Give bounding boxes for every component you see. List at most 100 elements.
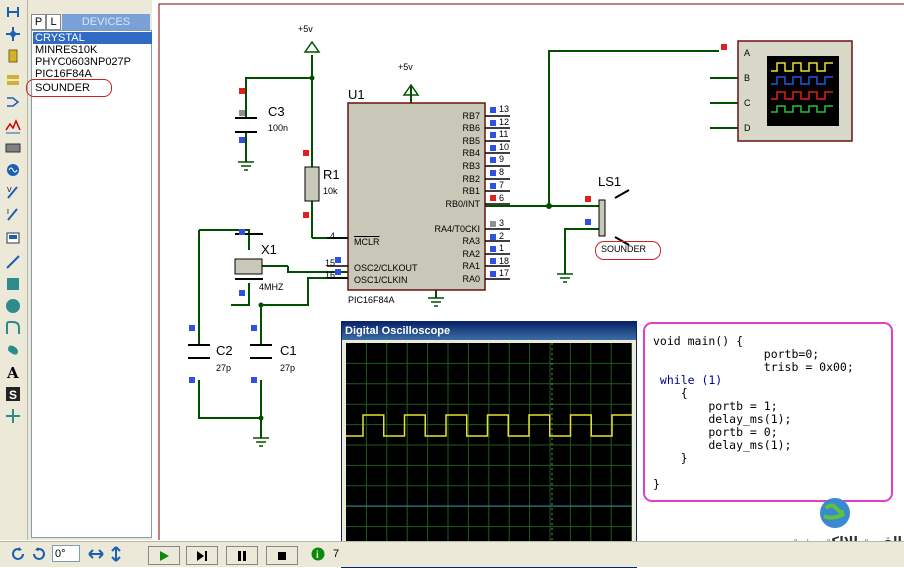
scope-channel-b: B [744,73,751,83]
code-line-8: portb = 0; [653,425,778,439]
device-item-crystal[interactable]: CRYSTAL [33,32,152,44]
svg-text:S: S [9,388,17,402]
pin-num-1: 1 [499,243,505,253]
pause-button[interactable] [226,546,258,565]
scope-channel-a: A [744,48,751,58]
svg-text:i: i [316,550,319,561]
pin-num-2: 2 [499,231,505,241]
pin-num-6: 6 [499,193,505,203]
pin-num-10: 10 [499,142,510,152]
step-button[interactable] [186,546,218,565]
oscilloscope-title-bar[interactable]: Digital Oscilloscope [342,322,636,340]
pin-name-rb5: RB5 [462,136,480,146]
pin-name-osc2: OSC2/CLKOUT [354,263,418,273]
supply-label-1: +5v [298,24,313,34]
u1-reference: U1 [348,87,365,102]
pin-name-osc1: OSC1/CLKIN [354,275,408,285]
schematic-drawing [158,3,904,540]
pin-num-7: 7 [499,180,505,190]
pin-num-4: 4 [330,231,336,241]
pin-name-ra3: RA3 [462,236,480,246]
pin-name-rb6: RB6 [462,123,480,133]
svg-text:A: A [6,364,19,380]
code-line-12: } [653,477,660,491]
c1-value: 27p [280,363,296,373]
c2-reference: C2 [216,343,233,358]
junction-icon[interactable] [3,24,23,44]
device-item-sounder[interactable]: SOUNDER [35,82,91,94]
circle-tool-icon[interactable] [3,296,23,316]
pin-name-mclr: MCLR [354,237,380,247]
x1-value: 4MHZ [259,282,284,292]
scope-channel-d: D [744,123,751,133]
mirror-vertical-icon[interactable] [108,546,124,562]
pin-num-18: 18 [499,256,510,266]
text-tool-icon[interactable]: A [3,362,23,382]
info-icon: i [311,547,325,561]
virtual-instrument-icon[interactable] [3,228,23,248]
symbol-tool-icon[interactable]: S [3,384,23,404]
stop-button[interactable] [266,546,298,565]
pin-num-8: 8 [499,167,505,177]
c3-reference: C3 [268,104,285,119]
marker-tool-icon[interactable] [3,406,23,426]
watermark-globe-icon [818,496,852,530]
tape-recorder-icon[interactable] [3,138,23,158]
device-selector-panel: P L DEVICES CRYSTAL MINRES10K PHYC0603NP… [26,0,152,540]
rotate-anticlockwise-icon[interactable] [31,546,47,562]
pin-num-11: 11 [499,129,509,139]
mode-toolbar: V I A S [0,0,28,540]
generator-icon[interactable] [3,160,23,180]
device-list[interactable]: CRYSTAL MINRES10K PHYC0603NP027P PIC16F8… [26,30,152,538]
arc-tool-icon[interactable] [3,318,23,338]
play-button[interactable] [148,546,180,565]
device-item-minres10k[interactable]: MINRES10K [35,44,98,56]
pin-name-rb0: RB0/INT [445,199,480,209]
status-bar: 0° i 7 [0,541,904,567]
pin-name-rb4: RB4 [462,148,480,158]
pin-num-3: 3 [499,218,505,228]
sounder-label-ring [595,241,661,260]
source-code-box: void main() { portb=0; trisb = 0x00; whi… [643,322,893,502]
library-manager-button[interactable]: L [46,14,61,30]
scope-channel-c: C [744,98,751,108]
path-tool-icon[interactable] [3,340,23,360]
c2-value: 27p [216,363,232,373]
pin-name-ra4: RA4/T0CKI [434,224,480,234]
ls1-part-label: SOUNDER [601,244,647,254]
pin-num-17: 17 [499,268,510,278]
current-probe-icon[interactable]: I [3,204,23,224]
voltage-probe-icon[interactable]: V [3,182,23,202]
bus-icon[interactable] [3,92,23,112]
code-line-10: } [653,451,688,465]
r1-value: 10k [323,186,338,196]
svg-text:I: I [7,209,9,216]
device-item-phyc0603[interactable]: PHYC0603NP027P [35,56,132,68]
pin-name-ra2: RA2 [462,249,480,259]
ls1-reference: LS1 [598,174,622,189]
mirror-horizontal-icon[interactable] [88,546,104,562]
device-item-pic16f84a[interactable]: PIC16F84A [35,68,92,80]
box-tool-icon[interactable] [3,274,23,294]
line-tool-icon[interactable] [3,252,23,272]
devices-header: DEVICES [62,14,150,30]
pin-num-12: 12 [499,117,510,127]
wire-label-icon[interactable] [3,46,23,66]
pin-num-15: 15 [325,258,336,268]
code-line-7: delay_ms(1); [653,412,792,426]
c3-value: 100n [268,123,289,133]
component-mode-icon[interactable] [3,2,23,22]
pick-device-button[interactable]: P [31,14,46,30]
pin-num-9: 9 [499,154,505,164]
supply-label-2: +5v [398,62,413,72]
u1-part-label: PIC16F84A [348,295,395,305]
oscilloscope-screen [346,343,632,565]
rotate-clockwise-icon[interactable] [10,546,26,562]
code-line-2: portb=0; [653,347,820,361]
graph-mode-icon[interactable] [3,116,23,136]
rotation-angle-field[interactable]: 0° [52,545,80,562]
code-line-9: delay_ms(1); [653,438,792,452]
text-script-icon[interactable] [3,70,23,90]
code-line-3: trisb = 0x00; [653,360,854,374]
digital-oscilloscope-window[interactable]: Digital Oscilloscope [341,321,637,568]
